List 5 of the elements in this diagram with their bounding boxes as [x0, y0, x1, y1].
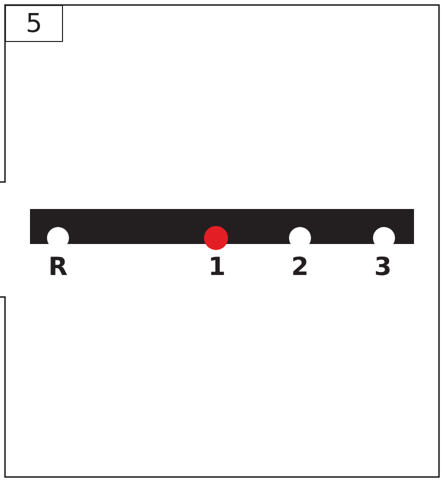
gear-label: 1: [207, 252, 227, 281]
gear-label: R: [47, 252, 69, 281]
gear-label: 3: [373, 252, 393, 281]
step-number: 5: [5, 5, 63, 42]
gear-label: 2: [290, 252, 310, 281]
